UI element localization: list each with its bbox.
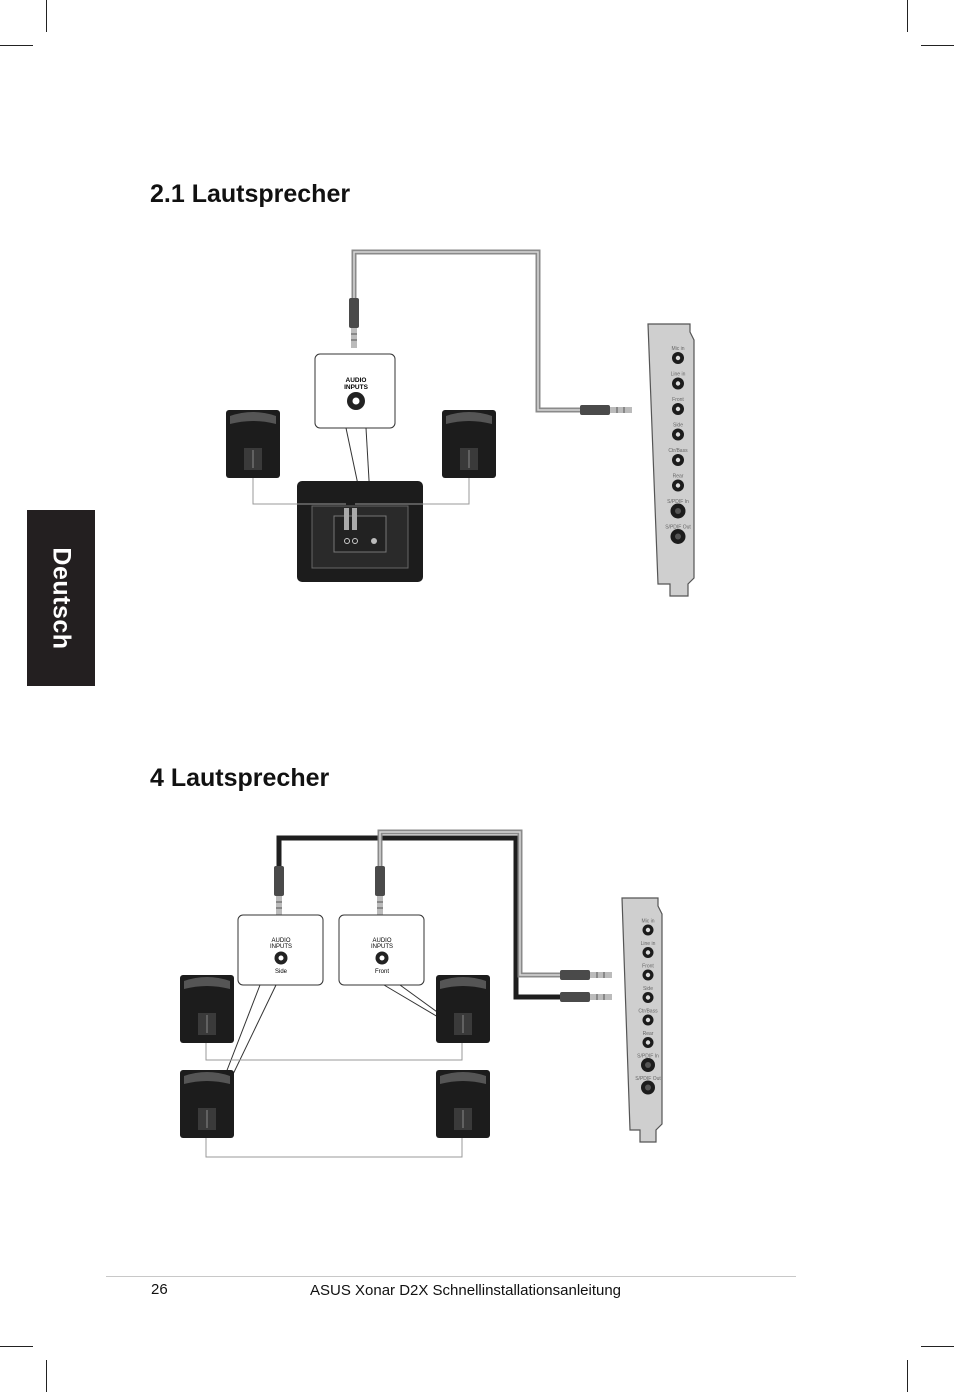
language-side-tab: Deutsch [27,510,95,686]
footer-divider [106,1276,796,1277]
card-port-hole [645,950,651,955]
subwoofer-icon [297,481,423,582]
side-box-line1: AUDIO [271,938,290,944]
crop-mark-bl-v [46,1360,47,1392]
card-port-label: Line in [671,372,686,378]
card-port-hole [675,432,681,437]
speaker-icon [225,409,281,479]
card-port-label: Side [673,423,683,429]
cable-21 [351,249,580,413]
card-port-hole [675,381,681,386]
front-box-line1: AUDIO [372,938,391,944]
audio-inputs-box-21: AUDIO INPUTS [314,353,396,533]
crop-mark-tl-h [0,45,33,46]
crop-mark-br-h [921,1346,954,1347]
card-port-label: Line in [641,941,656,947]
cable-dark-4 [276,835,560,1000]
plug-icon [374,865,386,917]
audio-label-line1: AUDIO [346,377,367,384]
section-title-21: 2.1 Lautsprecher [150,180,351,208]
card-port-hole [645,1062,651,1068]
card-port-hole [645,927,651,933]
card-port-label: Rear [673,474,684,480]
crop-mark-tr-h [921,45,954,46]
crop-mark-tl-v [46,0,47,32]
plug-icon [273,865,285,917]
sound-card-icon: Mic in Line in FrontSideCtr/BassRearS/PDIF… [647,323,695,597]
card-port-label: S/PDIF In [667,499,689,505]
speaker-icon [179,974,235,1044]
sound-card-icon: Mic in Line in FrontSideCtr/BassRearS/PDIF… [621,897,663,1143]
front-box-line2: INPUTS [371,944,393,950]
card-port-hole [645,995,651,1000]
speaker-icon [441,409,497,479]
card-port-label: S/PDIF Out [635,1076,661,1082]
side-box-line2: INPUTS [270,944,292,950]
card-port-label: Side [643,986,653,992]
audio-inputs-box-front: AUDIO INPUTS Front [338,914,463,1031]
card-port-hole [645,1017,651,1023]
crop-mark-bl-h [0,1346,33,1347]
card-port-label: S/PDIF In [637,1054,659,1060]
footer-title: ASUS Xonar D2X Schnellinstallationsanlei… [310,1282,622,1299]
card-port-label: Rear [643,1031,654,1037]
plug-icon [348,297,360,349]
card-port-hole [675,483,681,488]
card-port-hole [675,457,681,463]
card-port-hole [675,406,681,412]
plug-icon [579,404,633,416]
card-port-label: Mic in [671,346,684,352]
side-box-sub: Side [275,969,288,975]
audio-label-line2: INPUTS [344,384,369,391]
card-port-label: Front [672,397,684,403]
page-number: 26 [151,1281,168,1298]
front-box-sub: Front [375,969,389,975]
card-port-hole [645,1040,651,1045]
card-port-label: S/PDIF Out [665,525,691,531]
speaker-icon [179,1069,235,1139]
speaker-icon [435,974,491,1044]
crop-mark-tr-v [907,0,908,32]
plug-icon [559,969,613,981]
card-port-hole [645,972,651,978]
card-port-label: Mic in [641,919,654,925]
card-port-label: Front [642,964,654,970]
card-port-label: Ctr/Bass [638,1009,658,1015]
section-title-4: 4 Lautsprecher [150,764,330,792]
cable-gray-4 [377,829,560,978]
card-port-hole [645,1084,651,1091]
crop-mark-br-v [907,1360,908,1392]
speaker-icon [435,1069,491,1139]
card-port-label: Ctr/Bass [668,448,688,454]
card-port-hole [675,533,681,540]
card-port-hole [675,508,681,514]
plug-icon [559,991,613,1003]
card-port-hole [675,355,681,361]
